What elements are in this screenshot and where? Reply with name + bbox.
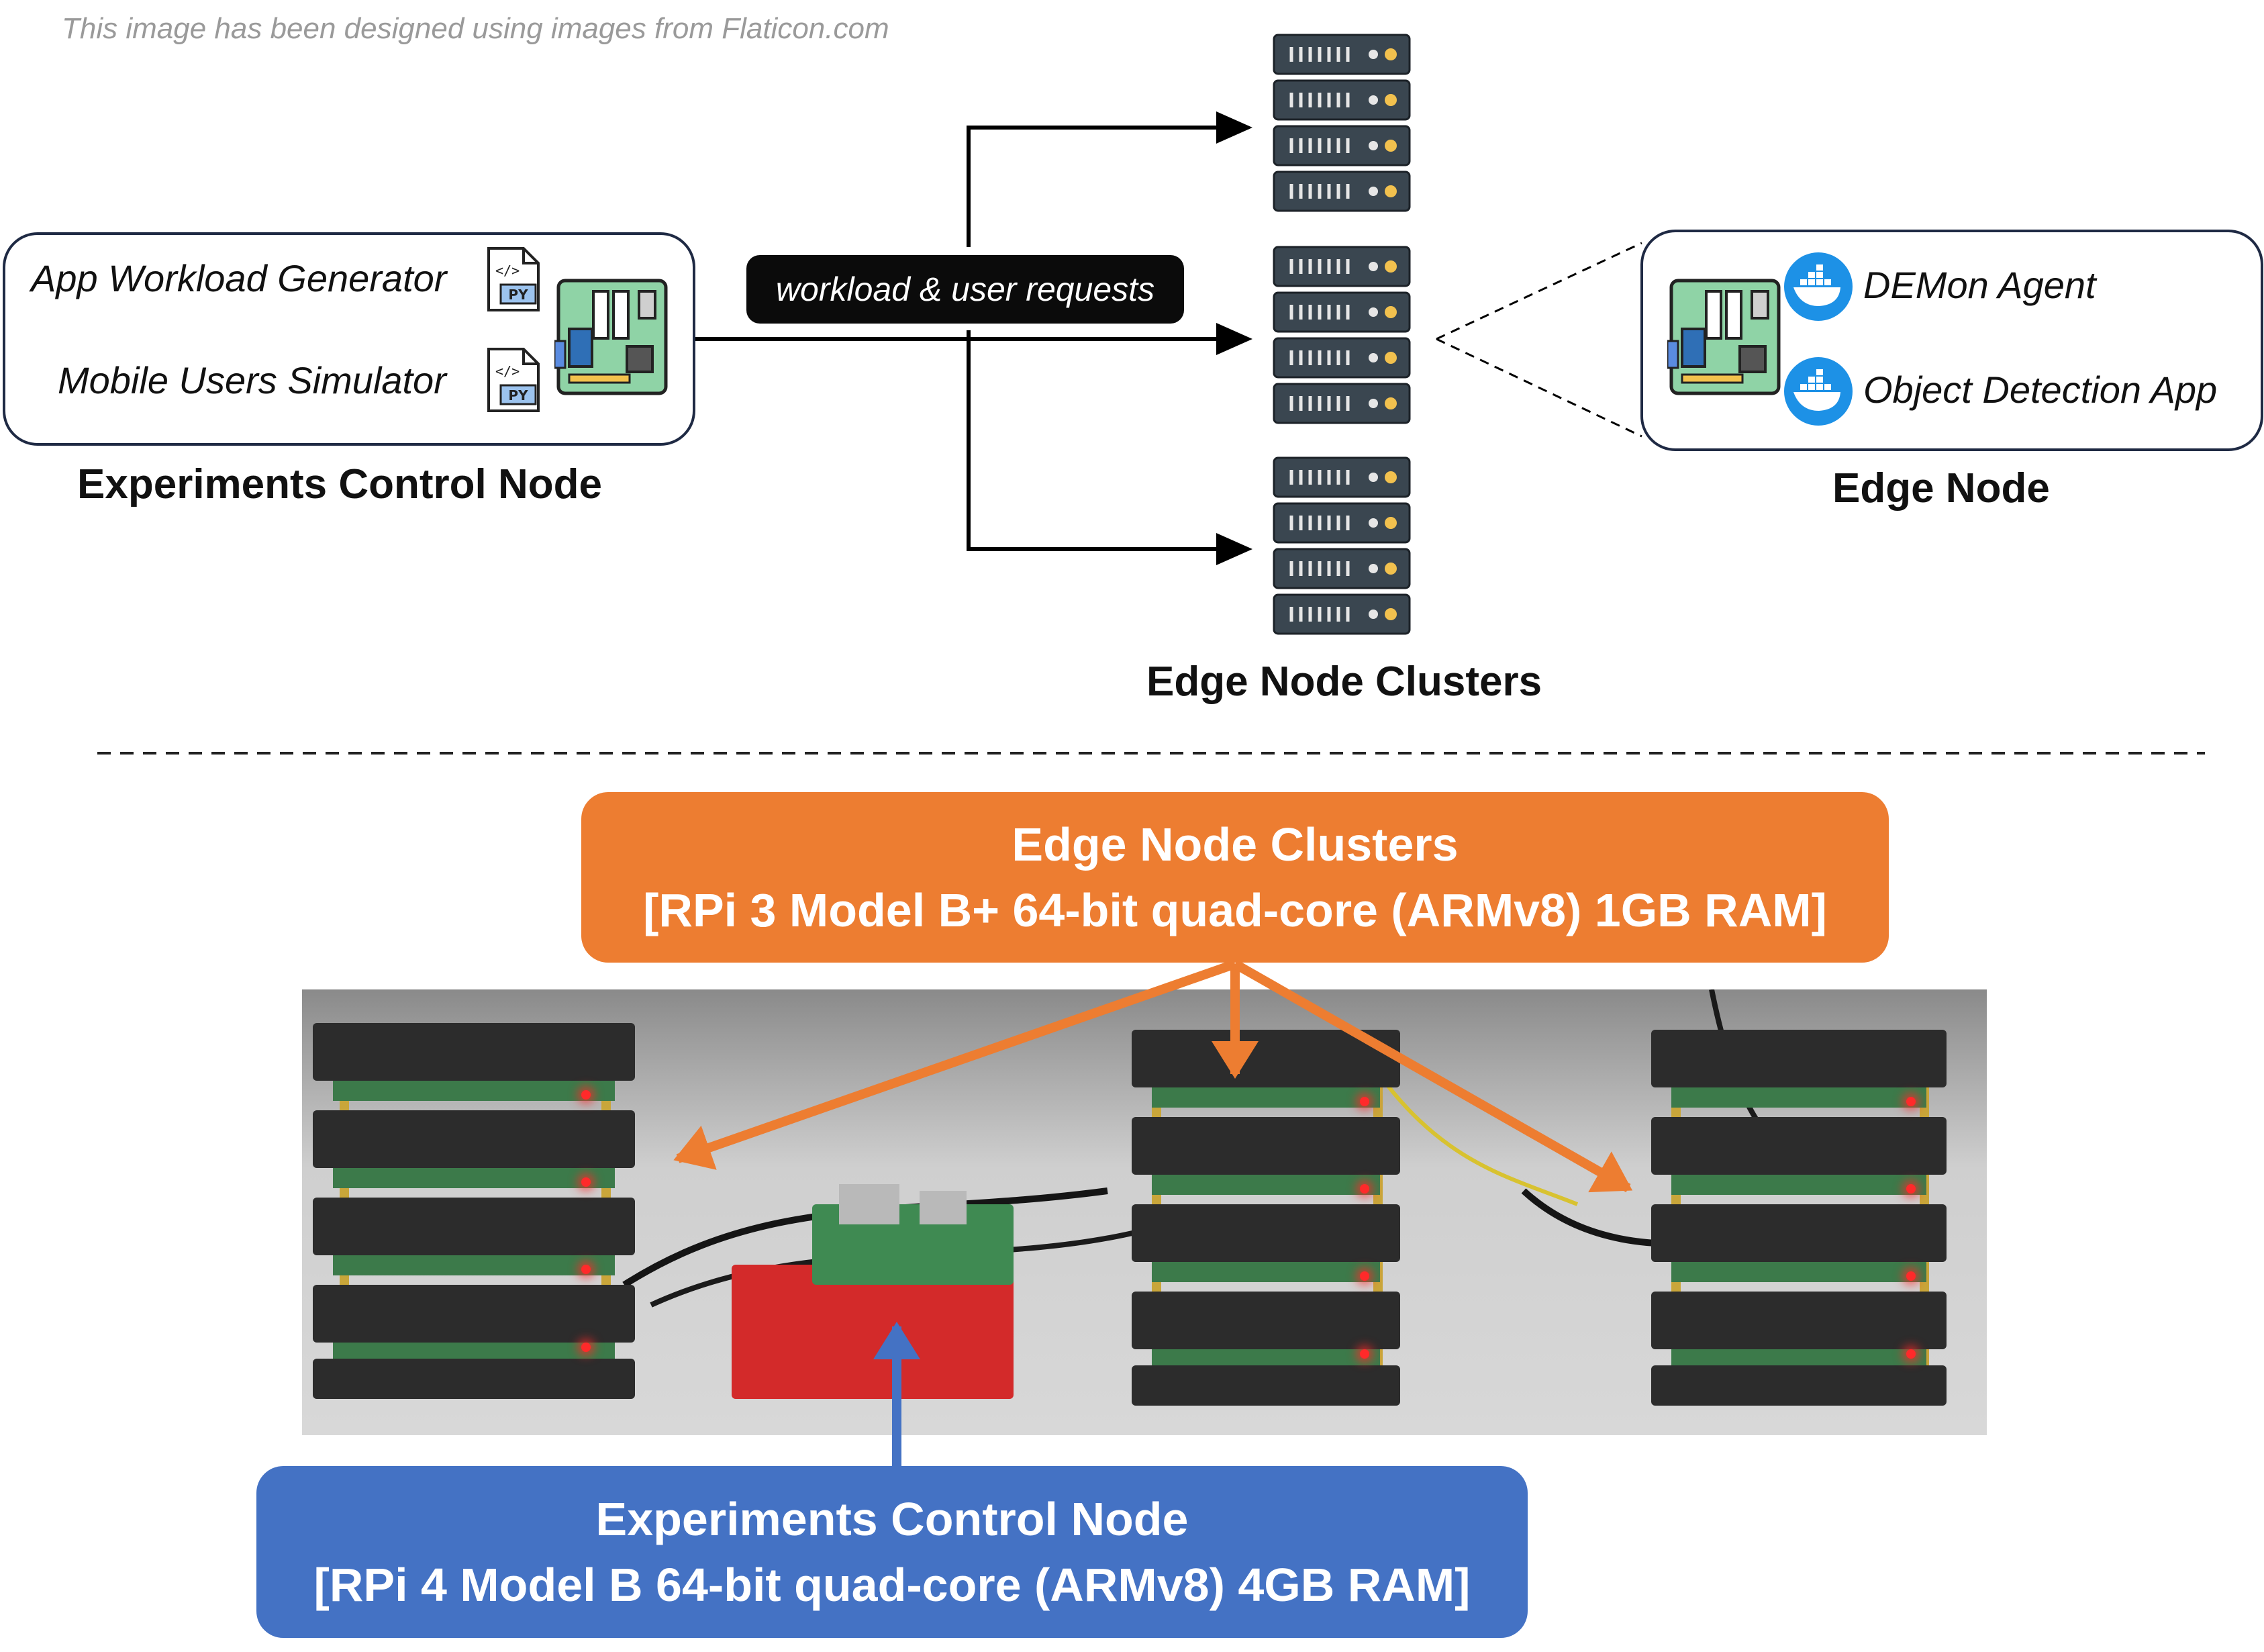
demon-agent-label: DEMon Agent: [1863, 264, 2096, 306]
zoom-line-bottom: [1436, 338, 1642, 438]
server-rack-icon: [1273, 34, 1411, 212]
docker-icon: [1784, 357, 1853, 426]
credit-text: This image has been designed using image…: [62, 12, 889, 45]
motherboard-icon: [554, 279, 668, 395]
workload-requests-label: workload & user requests: [746, 255, 1184, 324]
testbed-photo: [302, 989, 1987, 1435]
rpi-cluster-left: [313, 1023, 635, 1406]
rpi-cluster-middle: [1132, 1030, 1400, 1406]
arrow-to-cluster-top: [967, 111, 1252, 247]
py-badge: PY: [508, 287, 528, 303]
edge-node-title: Edge Node: [1832, 465, 2050, 512]
docker-icon: [1784, 252, 1853, 321]
control-callout-spec: [RPi 4 Model B 64-bit quad-core (ARMv8) …: [313, 1559, 1471, 1611]
server-rack-icon: [1273, 246, 1411, 424]
users-simulator-label: Mobile Users Simulator: [58, 359, 446, 401]
py-badge: PY: [508, 387, 528, 403]
arrow-to-left-cluster: [673, 959, 1237, 1170]
rpi-control-node: [732, 1184, 1054, 1406]
arrow-to-right-cluster: [1232, 959, 1633, 1193]
python-file-icon: </> PY: [487, 348, 540, 412]
control-node-callout: Experiments Control Node [RPi 4 Model B …: [256, 1466, 1528, 1638]
server-rack-icon: [1273, 456, 1411, 635]
clusters-callout-title: Edge Node Clusters: [1012, 818, 1459, 871]
clusters-callout-spec: [RPi 3 Model B+ 64-bit quad-core (ARMv8)…: [643, 884, 1827, 936]
clusters-callout: Edge Node Clusters [RPi 3 Model B+ 64-bi…: [581, 792, 1889, 963]
object-detection-label: Object Detection App: [1863, 369, 2218, 411]
motherboard-icon: [1667, 279, 1781, 395]
workload-generator-label: App Workload Generator: [31, 257, 447, 299]
svg-text:</>: </>: [495, 262, 520, 279]
python-file-icon: </> PY: [487, 247, 540, 311]
zoom-line-top: [1436, 242, 1642, 340]
control-callout-title: Experiments Control Node: [595, 1493, 1189, 1545]
clusters-title: Edge Node Clusters: [1146, 659, 1542, 705]
svg-text:</>: </>: [495, 363, 520, 379]
arrow-to-cluster-bottom: [967, 330, 1252, 565]
control-node-title: Experiments Control Node: [77, 461, 602, 507]
rpi-cluster-right: [1651, 1030, 1947, 1406]
